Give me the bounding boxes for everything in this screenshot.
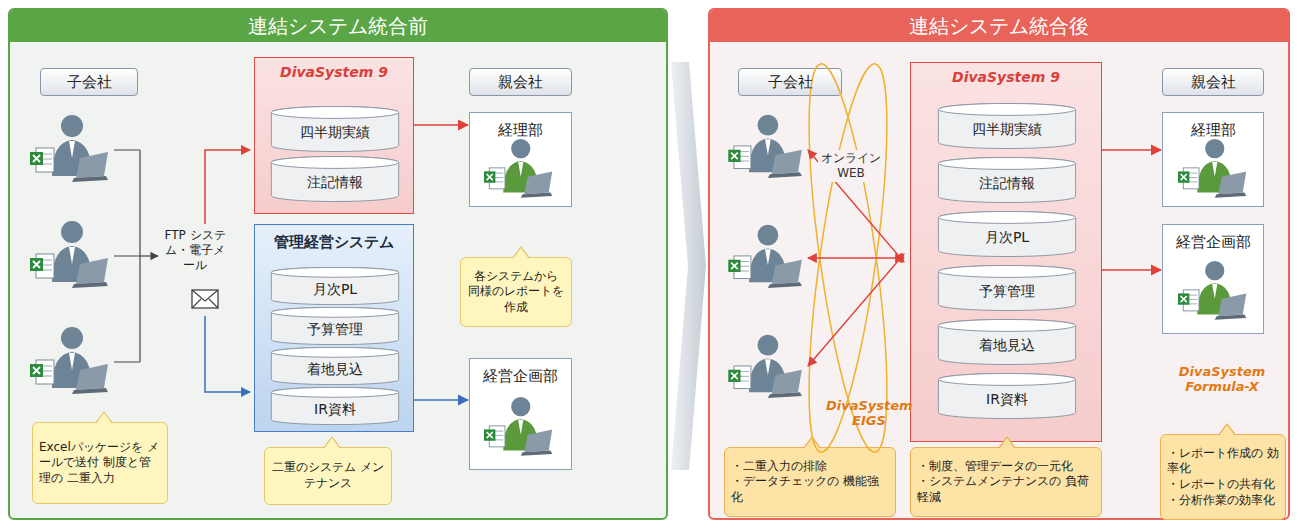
node-text: IR資料 <box>314 401 356 419</box>
callout-note: ・レポート作成の 効率化・レポートの共有化・分析作業の効率化 <box>1160 434 1286 520</box>
database-cylinder: 着地見込 <box>270 347 400 385</box>
parent-people <box>484 139 552 456</box>
node-text: ・レポートの共有化 <box>1167 477 1279 493</box>
callout-note: 二重のシステム メンテナンス <box>264 447 392 505</box>
database-cylinder: 月次PL <box>937 211 1077 257</box>
node-text: 親会社 <box>498 73 543 92</box>
diagram-label: DivaSystem EIGS <box>826 398 912 428</box>
node-text: 経理部 <box>498 121 543 140</box>
node-text: 管理経営システム <box>274 233 394 252</box>
node-text: 着地見込 <box>307 361 363 379</box>
department-box: 経理部 <box>1162 112 1264 207</box>
flow-arrow <box>1102 149 1161 151</box>
department-box: 経理部 <box>469 112 572 207</box>
node-text: ・システムメンテナンスの 負荷軽減 <box>917 474 1095 505</box>
mail-icon <box>192 290 218 308</box>
node-text: 子会社 <box>768 73 813 92</box>
node-text: 子会社 <box>67 73 112 92</box>
system-box: DivaSystem 9 四半期実績注記情報 <box>254 57 414 214</box>
collect-lines <box>114 150 158 362</box>
node-text: Excelパッケージを メールで送付 制度と管理の 二重入力 <box>39 440 161 487</box>
node-text: 四半期実績 <box>300 124 370 142</box>
database-cylinder: 着地見込 <box>937 319 1077 365</box>
group-tag: 親会社 <box>469 68 572 96</box>
node-text: 予算管理 <box>307 321 363 339</box>
node-text: IR資料 <box>986 391 1028 409</box>
node-text: DivaSystem 9 <box>280 64 388 80</box>
transition-chevron <box>671 62 706 470</box>
node-text: ・レポート作成の 効率化 <box>1167 446 1279 477</box>
node-text: 二重のシステム メンテナンス <box>271 460 385 491</box>
node-text: DivaSystem 9 <box>952 69 1060 85</box>
ftp-to-diva <box>205 150 250 224</box>
group-tag: 子会社 <box>738 68 842 96</box>
callout-note: ・二重入力の排除・データチェックの 機能強化 <box>724 447 896 517</box>
diagram-label: DivaSystem Formula-X <box>1160 364 1284 394</box>
flow-arrow <box>414 124 468 126</box>
node-text: 月次PL <box>313 281 357 299</box>
node-text: 経理部 <box>1191 121 1236 140</box>
database-cylinder: 注記情報 <box>270 156 400 202</box>
node-text: 親会社 <box>1191 73 1236 92</box>
database-cylinder: 四半期実績 <box>270 106 400 152</box>
online-web-rings <box>793 60 903 456</box>
database-cylinder: IR資料 <box>937 373 1077 419</box>
database-cylinder: IR資料 <box>270 387 400 425</box>
node-text: ・制度、管理データの一元化 <box>917 459 1095 475</box>
ftp-to-kanri <box>205 316 250 392</box>
node-text: 注記情報 <box>307 174 363 192</box>
node-text: 経営企画部 <box>483 367 558 386</box>
callout-note: 各システムから 同様のレポートを 作成 <box>460 257 572 327</box>
node-text: 注記情報 <box>979 175 1035 193</box>
callout-note: ・制度、管理データの一元化・システムメンテナンスの 負荷軽減 <box>910 447 1102 517</box>
flow-arrow <box>1102 269 1161 271</box>
database-cylinder: 注記情報 <box>937 157 1077 203</box>
group-tag: 子会社 <box>40 68 138 96</box>
subsidiary-people <box>728 115 802 398</box>
online-links <box>808 150 904 366</box>
node-text: ・分析作業の効率化 <box>1167 493 1279 509</box>
node-text: 各システムから 同様のレポートを 作成 <box>467 269 565 316</box>
flow-arrow <box>414 399 468 401</box>
diagram-label: FTP システム・電子メール <box>162 228 228 273</box>
node-text: 着地見込 <box>979 337 1035 355</box>
group-tag: 親会社 <box>1162 68 1264 96</box>
database-cylinder: 四半期実績 <box>937 103 1077 149</box>
node-text: ・二重入力の排除 <box>731 459 889 475</box>
node-text: 四半期実績 <box>972 121 1042 139</box>
database-cylinder: 月次PL <box>270 267 400 305</box>
callout-note: Excelパッケージを メールで送付 制度と管理の 二重入力 <box>32 422 168 504</box>
system-box: 管理経営システム月次PL 予算管理着地見込 IR資料 <box>254 224 414 432</box>
database-cylinder: 予算管理 <box>270 307 400 345</box>
diagram-label: オンライン WEB <box>818 150 884 182</box>
connector-layer <box>414 125 1161 400</box>
node-text: 月次PL <box>985 229 1029 247</box>
parent-people <box>1178 139 1246 320</box>
mail-icon-flap <box>192 290 218 308</box>
subsidiary-people <box>30 115 108 394</box>
system-box: DivaSystem 9 四半期実績注記情報月次PL 予算管理着地見込 IR資料 <box>910 62 1102 442</box>
node-text: 連結システム統合後 <box>710 10 1288 42</box>
node-text: 連結システム統合前 <box>10 10 666 42</box>
node-text: 経営企画部 <box>1176 233 1251 252</box>
node-text: ・データチェックの 機能強化 <box>731 474 889 505</box>
database-cylinder: 予算管理 <box>937 265 1077 311</box>
node-text: 予算管理 <box>979 283 1035 301</box>
